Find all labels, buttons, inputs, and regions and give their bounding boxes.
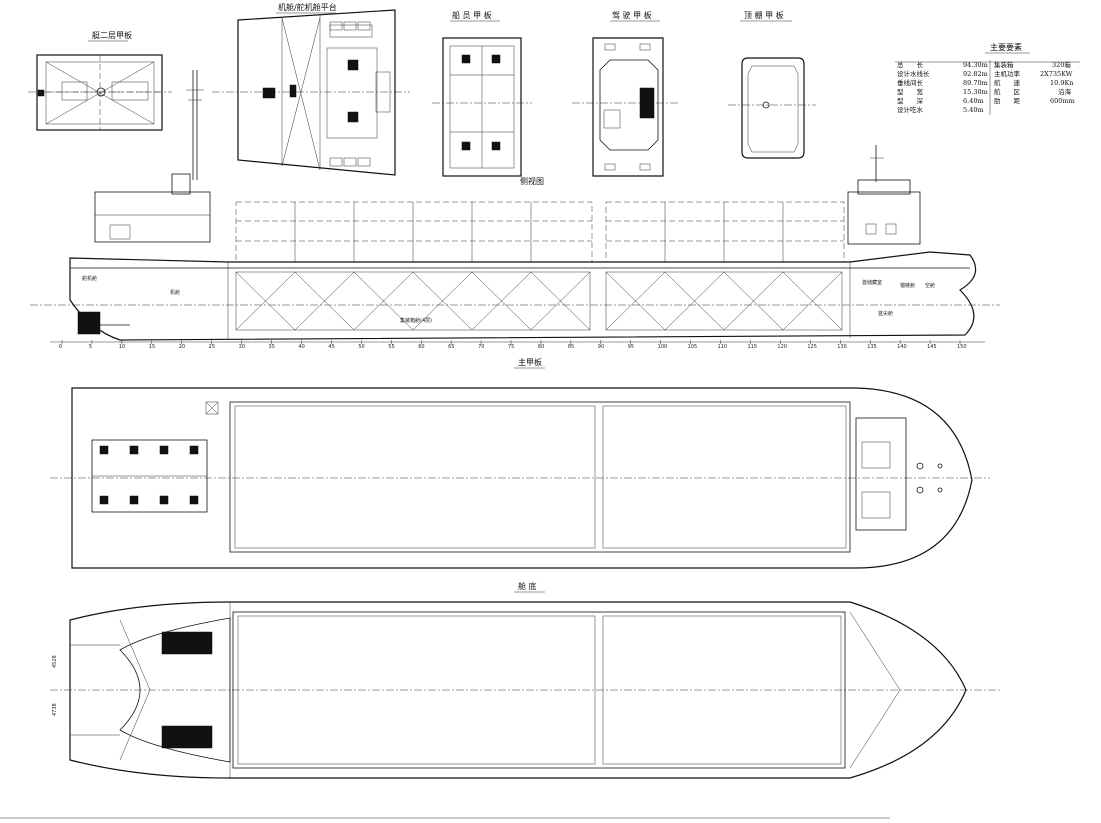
hold-bottom-plan: 舱 底 4528 4738 [50,581,1000,779]
frame-tick-label: 5 [89,344,92,350]
top-deck-title: 顶 棚 甲 板 [744,10,784,20]
label-engine-room: 机舱 [170,289,180,296]
frame-tick-label: 35 [269,344,275,350]
label-chain: 锚链舱 [900,282,915,289]
second-deck-title: 艇二层甲板 [92,30,132,40]
frame-tick-label: 90 [598,344,604,350]
spec-l5-v: 5.40m [963,106,984,114]
profile-title: 侧视图 [520,176,544,186]
spec-r4-v: 600mm [1050,97,1075,105]
frame-tick-label: 125 [807,344,817,350]
spec-l5-k: 设计吃水 [897,105,924,114]
frame-tick-label: 150 [957,344,967,350]
frame-tick-label: 55 [388,344,394,350]
spec-r1-v: 2X735KW [1040,70,1073,78]
dim-lower: 4738 [52,703,58,716]
profile-view: 侧视图 [30,145,1000,343]
frame-number-scale: 0 5 10 15 20 25 30 35 40 45 50 55 60 65 70 75 80 85 90 95 10… [59,340,967,350]
spec-r2-k: 航 速 [994,78,1021,87]
main-deck-plan: 主甲板 [50,357,990,569]
spec-l1-k: 设计水线长 [897,69,930,78]
engine-platform-plan: 机舱/舵机舱平台 [212,2,410,176]
frame-tick-label: 60 [418,344,424,350]
frame-tick-label: 100 [658,344,668,350]
frame-tick-label: 10 [119,344,125,350]
spec-l0-k: 总 长 [897,60,924,69]
label-void: 空舱 [925,282,935,289]
frame-tick-label: 115 [747,344,757,350]
frame-tick-label: 135 [867,344,877,350]
second-deck-plan: 艇二层甲板 [28,30,172,131]
spec-r1-k: 主机功率 [994,69,1021,78]
frame-tick-label: 70 [478,344,484,350]
frame-tick-label: 80 [538,344,544,350]
spec-l0-v: 94.30m [963,61,988,69]
spec-r4-k: 肋 距 [994,96,1021,105]
spec-r3-v: 沿海 [1058,87,1072,96]
top-deck-plan: 顶 棚 甲 板 [728,10,816,159]
frame-tick-label: 130 [837,344,847,350]
spec-title: 主要要素 [990,42,1022,52]
spec-l4-v: 6.40m [963,97,984,105]
frame-tick-label: 45 [328,344,334,350]
spec-l3-v: 15.30m [963,88,988,96]
spec-r0-k: 集装箱 [994,60,1014,69]
frame-tick-label: 50 [358,344,364,350]
frame-tick-label: 105 [688,344,698,350]
principal-particulars-table: 主要要素 总 长 94.30m 设计水线长 92.82m 垂线间长 89.70m… [895,42,1080,115]
spec-l4-k: 型 深 [897,96,924,105]
frame-tick-label: 75 [508,344,514,350]
label-steering: 舵机舱 [82,275,97,282]
engine-platform-title: 机舱/舵机舱平台 [278,2,337,12]
crew-deck-plan: 船 员 甲 板 [432,10,532,177]
spec-l2-v: 89.70m [963,79,988,87]
aft-mast [186,70,204,180]
spec-r2-v: 10.9Kn [1050,79,1074,87]
bridge-deck-plan: 驾 驶 甲 板 [572,10,680,177]
frame-tick-label: 15 [149,344,155,350]
frame-tick-label: 110 [718,344,728,350]
spec-l3-k: 型 宽 [897,87,924,96]
frame-tick-label: 95 [628,344,634,350]
frame-tick-label: 145 [927,344,937,350]
frame-tick-label: 120 [777,344,787,350]
frame-tick-label: 65 [448,344,454,350]
main-deck-title: 主甲板 [518,357,542,367]
spec-r0-v: 320箱 [1052,60,1071,69]
frame-tick-label: 25 [209,344,215,350]
spec-r3-k: 航 区 [994,87,1021,96]
frame-tick-label: 30 [239,344,245,350]
frame-tick-label: 0 [59,344,62,350]
spec-l1-v: 92.82m [963,70,988,78]
bridge-deck-title: 驾 驶 甲 板 [612,10,652,20]
frame-tick-label: 20 [179,344,185,350]
frame-tick-label: 140 [897,344,907,350]
label-fore-peak: 首尖舱 [878,310,893,317]
spec-l2-k: 垂线间长 [897,78,924,87]
frame-tick-label: 85 [568,344,574,350]
crew-deck-title: 船 员 甲 板 [452,10,492,20]
hold-bottom-title: 舱 底 [518,581,537,591]
label-hold: 集装箱舱(4层) [400,317,432,324]
label-bosun: 首储藏室 [862,279,882,286]
frame-tick-label: 40 [298,344,304,350]
dim-upper: 4528 [52,655,58,668]
